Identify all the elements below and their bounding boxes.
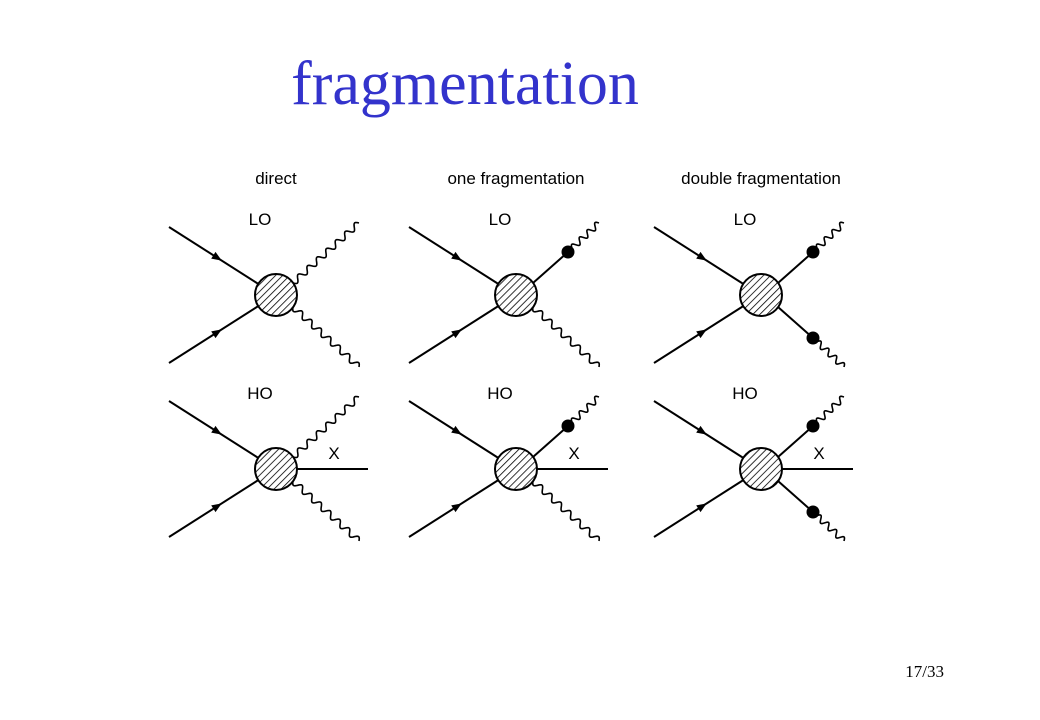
arrow-icon	[211, 503, 222, 513]
photon-line-bottom	[811, 511, 846, 542]
photon-line-bottom	[291, 306, 361, 368]
fragmenting-quark-line-top	[532, 425, 569, 458]
hard-scattering-blob-icon	[494, 447, 538, 491]
hard-scattering-blob-icon	[494, 273, 538, 317]
fragmenting-quark-line-top	[777, 251, 814, 284]
diagram-lo-one-fragmentation: LO	[408, 210, 601, 368]
hard-scattering-blob-icon	[739, 447, 783, 491]
arrow-icon	[451, 425, 462, 435]
page-number: 17/33	[905, 662, 944, 681]
fragmentation-vertex-icon	[806, 331, 820, 345]
diagram-lo-double-fragmentation: LO	[653, 210, 846, 368]
column-header-double-fragmentation: double fragmentation	[681, 169, 841, 188]
order-label-ho: HO	[732, 384, 758, 403]
photon-line-top	[292, 221, 360, 285]
extra-parton-label: X	[328, 444, 339, 463]
fragmentation-vertex-icon	[561, 245, 575, 259]
arrow-icon	[451, 329, 462, 339]
diagram-ho-one-fragmentation: HO X	[408, 384, 608, 542]
fragmentation-vertex-icon	[806, 419, 820, 433]
arrow-icon	[451, 503, 462, 513]
fragmenting-quark-line-top	[532, 251, 569, 284]
order-label-lo: LO	[249, 210, 272, 229]
fragmentation-vertex-icon	[561, 419, 575, 433]
photon-line-bottom	[531, 480, 601, 542]
photon-line-bottom	[531, 306, 601, 368]
hard-scattering-blob-icon	[739, 273, 783, 317]
photon-line-top	[812, 395, 845, 428]
extra-parton-label: X	[568, 444, 579, 463]
arrow-icon	[696, 425, 707, 435]
extra-parton-label: X	[813, 444, 824, 463]
arrow-icon	[211, 425, 222, 435]
photon-line-top	[567, 395, 600, 428]
photon-line-top	[292, 395, 360, 459]
hard-scattering-blob-icon	[254, 447, 298, 491]
arrow-icon	[451, 251, 462, 261]
order-label-lo: LO	[489, 210, 512, 229]
hard-scattering-blob-icon	[254, 273, 298, 317]
arrow-icon	[696, 329, 707, 339]
fragmentation-vertex-icon	[806, 245, 820, 259]
fragmentation-vertex-icon	[806, 505, 820, 519]
photon-line-bottom	[291, 480, 361, 542]
feynman-diagram-figure: direct one fragmentation double fragmentat…	[168, 169, 853, 542]
diagram-ho-direct: HO X	[168, 384, 368, 542]
order-label-ho: HO	[487, 384, 513, 403]
fragmenting-quark-line-bottom	[777, 480, 814, 513]
order-label-lo: LO	[734, 210, 757, 229]
fragmenting-quark-line-top	[777, 425, 814, 458]
slide-title: fragmentation	[291, 50, 639, 118]
arrow-icon	[696, 503, 707, 513]
arrow-icon	[211, 251, 222, 261]
photon-line-bottom	[811, 337, 846, 368]
photon-line-top	[812, 221, 845, 254]
arrow-icon	[211, 329, 222, 339]
order-label-ho: HO	[247, 384, 273, 403]
column-header-direct: direct	[255, 169, 297, 188]
fragmenting-quark-line-bottom	[777, 306, 814, 339]
diagram-lo-direct: LO	[168, 210, 361, 368]
diagram-ho-double-fragmentation: HO X	[653, 384, 853, 542]
photon-line-top	[567, 221, 600, 254]
arrow-icon	[696, 251, 707, 261]
column-header-one-fragmentation: one fragmentation	[447, 169, 584, 188]
